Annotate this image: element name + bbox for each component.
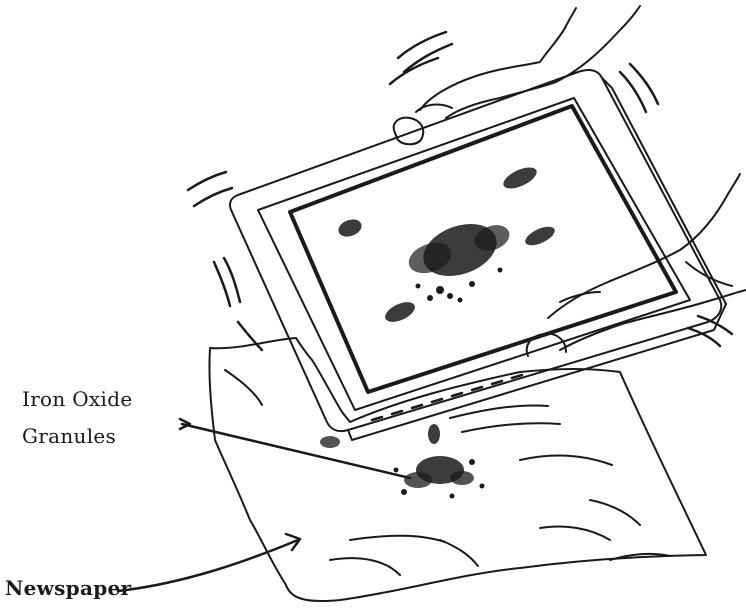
screen-frame-edge bbox=[348, 304, 726, 440]
top-hand-thumb bbox=[394, 118, 424, 145]
top-hand bbox=[446, 6, 640, 118]
granules-on-screen bbox=[336, 163, 557, 326]
iron-oxide-label-line2: Granules bbox=[22, 426, 116, 446]
newspaper-wrinkle bbox=[450, 406, 548, 419]
newspaper-wrinkle bbox=[520, 455, 612, 465]
newspaper-wrinkle bbox=[540, 527, 610, 541]
iron-oxide-label-line1: Iron Oxide bbox=[22, 389, 132, 409]
newspaper-leader bbox=[118, 540, 298, 591]
newspaper-label: Newspaper bbox=[5, 578, 131, 598]
newspaper-wrinkle bbox=[462, 423, 560, 432]
top-hand-finger bbox=[416, 105, 452, 112]
newspaper-wrinkle bbox=[330, 558, 400, 575]
newspaper-wrinkle bbox=[590, 500, 640, 525]
newspaper-wrinkle bbox=[350, 536, 445, 542]
top-hand bbox=[420, 8, 576, 110]
newspaper-wrinkle bbox=[225, 370, 262, 405]
bottom-hand-finger bbox=[560, 292, 600, 302]
bottom-hand-wrist bbox=[686, 262, 732, 286]
newspaper-wrinkle bbox=[440, 540, 478, 566]
